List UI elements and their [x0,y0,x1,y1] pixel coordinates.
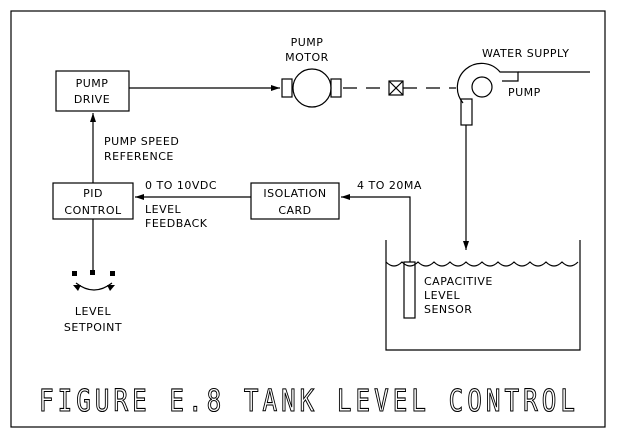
level-setpoint-line1: LEVEL [75,305,112,318]
pump-drive-line1: PUMP [76,77,109,90]
isolation-card-line1: ISOLATION [263,187,326,200]
figure-title: FIGURE E.8 TANK LEVEL CONTROL [39,384,579,419]
tank-outline [385,240,581,351]
isolation-card-box: ISOLATION CARD [250,182,340,220]
capacitive-level-sensor [403,261,416,319]
level-setpoint-line2: SETPOINT [64,321,122,334]
level-label: LEVEL [424,289,461,302]
pump-motor-label-line2: MOTOR [285,51,329,64]
four-to-20ma-label: 4 TO 20MA [357,179,422,192]
level-setpoint-potentiometer [72,270,115,291]
pump-speed-reference-line1: PUMP SPEED [104,135,179,148]
water-supply-label: WATER SUPPLY [482,47,569,60]
pump-motor-symbol [281,68,342,108]
isolation-card-line2: CARD [278,204,311,217]
zero-to-10vdc-label: 0 TO 10VDC [145,179,217,192]
mechanical-coupling [343,80,456,96]
pump-motor-label-line1: PUMP [291,36,324,49]
sensor-label: SENSOR [424,303,472,316]
level-feedback-label-line2: FEEDBACK [145,217,208,230]
water-surface [385,261,579,267]
pump-drive-line2: DRIVE [74,93,110,106]
diagram-border [10,10,606,428]
pump-drive-box: PUMP DRIVE [55,70,130,112]
pid-control-box: PID CONTROL [52,182,134,220]
pid-control-line1: PID [83,187,103,200]
capacitive-label: CAPACITIVE [424,275,493,288]
sensor-signal-line [341,194,411,262]
pid-control-line2: CONTROL [64,204,122,217]
pump-label: PUMP [508,86,541,99]
level-feedback-label-line1: LEVEL [145,203,182,216]
pump-speed-reference-line2: REFERENCE [104,150,174,163]
